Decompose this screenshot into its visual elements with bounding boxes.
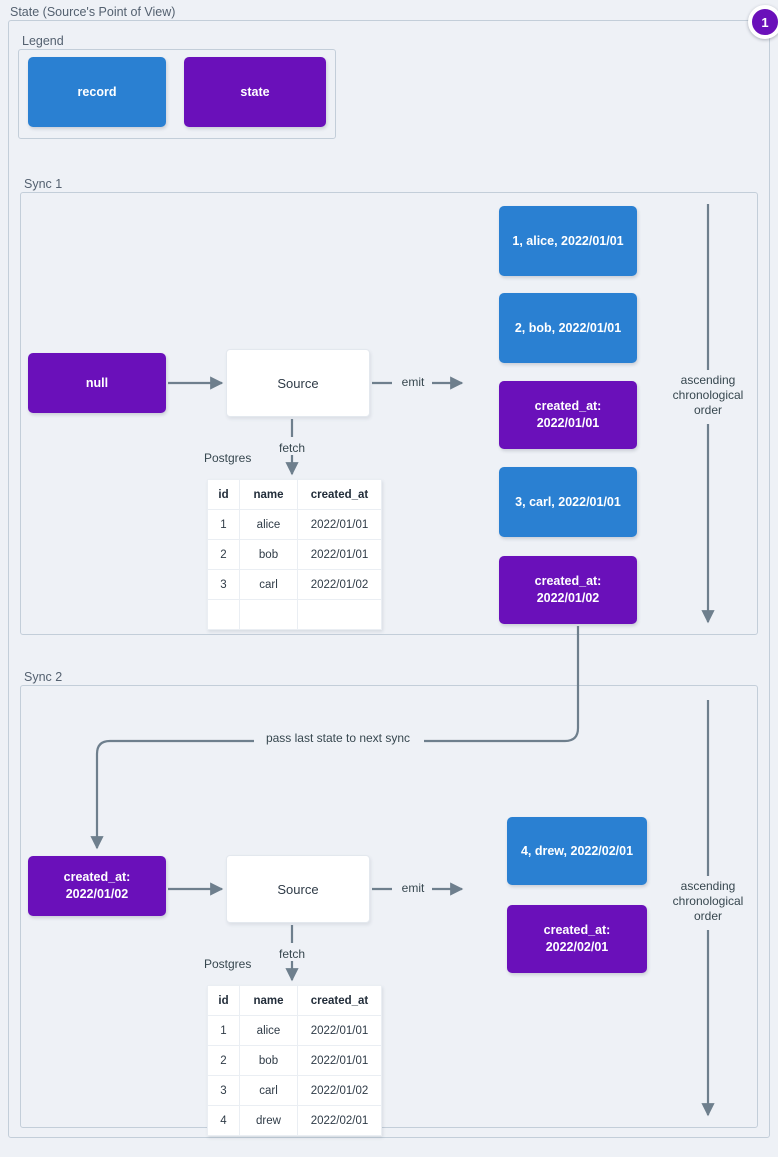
cell-id [207,599,240,630]
table-row: 1 alice 2022/01/01 [207,1015,382,1046]
diagram-title: State (Source's Point of View) [6,5,180,20]
sync2-emit-label: emit [401,881,425,895]
table-row: 3 carl 2022/01/02 [207,569,382,600]
sync2-emitted-state-1: created_at: 2022/02/01 [507,905,647,973]
cell-name: carl [239,569,298,600]
sync1-postgres-table: id name created_at 1 alice 2022/01/01 2 … [207,479,382,630]
cell-id: 2 [207,1045,240,1076]
sync1-emitted-record-3: 3, carl, 2022/01/01 [499,467,637,537]
table-header-row: id name created_at [207,479,382,510]
cell-name: drew [239,1105,298,1136]
cell-name: alice [239,509,298,540]
sync2-fetch-label: fetch [278,947,305,961]
cell-name: carl [239,1075,298,1106]
cell-name: bob [239,1045,298,1076]
cell-created-at: 2022/01/01 [297,1045,382,1076]
cell-id: 4 [207,1105,240,1136]
sync2-postgres-table: id name created_at 1 alice 2022/01/01 2 … [207,985,382,1136]
sync1-emitted-record-2: 2, bob, 2022/01/01 [499,293,637,363]
table-row-empty [207,599,382,630]
table-row: 1 alice 2022/01/01 [207,509,382,540]
column-header-created-at: created_at [297,985,382,1016]
column-header-name: name [239,479,298,510]
sync1-source-node: Source [226,349,370,417]
column-header-name: name [239,985,298,1016]
cell-created-at: 2022/01/02 [297,569,382,600]
sync2-emitted-record-1: 4, drew, 2022/02/01 [507,817,647,885]
sync1-emit-label: emit [401,375,425,389]
cell-id: 1 [207,1015,240,1046]
cell-id: 3 [207,1075,240,1106]
sync1-emitted-record-1: 1, alice, 2022/01/01 [499,206,637,276]
sync2-db-label: Postgres [204,957,252,971]
legend-label: Legend [18,34,68,49]
cell-id: 2 [207,539,240,570]
column-header-id: id [207,985,240,1016]
legend-swatch-state: state [184,57,326,127]
cell-name: alice [239,1015,298,1046]
cell-id: 3 [207,569,240,600]
column-header-created-at: created_at [297,479,382,510]
sync1-state-input: null [28,353,166,413]
sync1-emitted-state-1: created_at: 2022/01/01 [499,381,637,449]
cell-created-at: 2022/02/01 [297,1105,382,1136]
sync1-fetch-label: fetch [278,441,305,455]
table-row: 2 bob 2022/01/01 [207,539,382,570]
step-badge[interactable]: 1 [748,5,778,39]
sync1-emitted-state-2: created_at: 2022/01/02 [499,556,637,624]
cell-name [239,599,298,630]
sync1-label: Sync 1 [20,177,67,192]
table-row: 3 carl 2022/01/02 [207,1075,382,1106]
table-row: 2 bob 2022/01/01 [207,1045,382,1076]
sync2-label: Sync 2 [20,670,67,685]
cell-created-at: 2022/01/01 [297,509,382,540]
legend-swatch-record: record [28,57,166,127]
cell-name: bob [239,539,298,570]
table-header-row: id name created_at [207,985,382,1016]
sync2-source-node: Source [226,855,370,923]
cell-created-at [297,599,382,630]
cell-created-at: 2022/01/02 [297,1075,382,1106]
cell-id: 1 [207,509,240,540]
cell-created-at: 2022/01/01 [297,1015,382,1046]
sync1-frame [20,192,758,635]
sync1-order-label: ascending chronological order [672,373,744,417]
sync2-state-input: created_at: 2022/01/02 [28,856,166,916]
sync1-db-label: Postgres [204,451,252,465]
column-header-id: id [207,479,240,510]
pass-state-label: pass last state to next sync [265,731,411,745]
cell-created-at: 2022/01/01 [297,539,382,570]
sync2-order-label: ascending chronological order [672,879,744,923]
table-row: 4 drew 2022/02/01 [207,1105,382,1136]
